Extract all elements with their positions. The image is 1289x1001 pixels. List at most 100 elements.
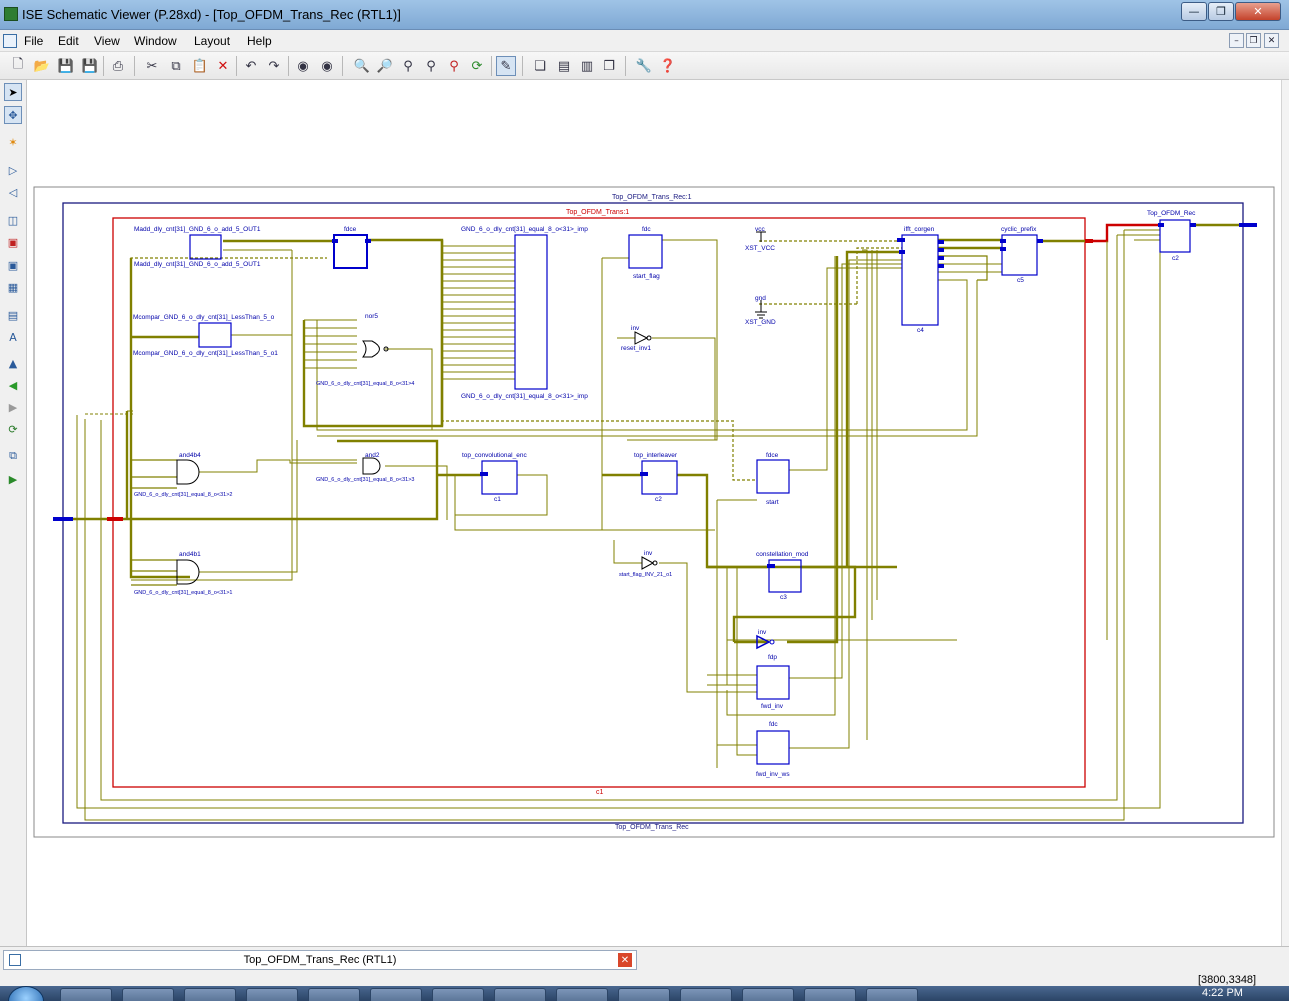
zoom-in-button[interactable]: 🔍 <box>352 56 372 76</box>
backward-tool[interactable]: ◁ <box>4 183 22 201</box>
schematic-drawing[interactable]: Top_OFDM_Trans_Rec:1 Top_OFDM_Trans_Rec … <box>27 80 1281 946</box>
push-up-tool[interactable]: ▲ <box>4 354 22 372</box>
compare-block[interactable] <box>198 322 232 348</box>
taskbar-app-photo[interactable] <box>308 988 360 1001</box>
close-button[interactable]: ✕ <box>1235 2 1281 21</box>
taskbar-opera[interactable] <box>122 988 174 1001</box>
taskbar-app-k[interactable] <box>494 988 546 1001</box>
constellation-block[interactable] <box>768 559 802 593</box>
fdc-start-block[interactable] <box>628 234 663 269</box>
taskbar-app-orange[interactable] <box>184 988 236 1001</box>
taskbar-excel[interactable] <box>432 988 484 1001</box>
remove-tool[interactable]: ▣ <box>4 233 22 251</box>
zoom-full-button[interactable]: ⚲ <box>398 56 418 76</box>
gnd-symbol[interactable] <box>755 300 767 319</box>
tile-horizontal-button[interactable]: ▤ <box>554 56 574 76</box>
mdi-close-button[interactable]: ✕ <box>1264 33 1279 48</box>
hierarchy-tool[interactable]: ◫ <box>4 211 22 229</box>
arrange-button[interactable]: ❐ <box>599 56 619 76</box>
menu-window[interactable]: Window <box>134 34 177 48</box>
copy-tool[interactable]: ⧉ <box>4 447 22 465</box>
zoom-out-button[interactable]: 🔎 <box>375 56 395 76</box>
find-button[interactable]: ◉ <box>293 56 313 76</box>
new-button[interactable]: 🗋 <box>8 56 28 76</box>
taskbar-ise[interactable] <box>804 988 856 1001</box>
maximize-button[interactable]: ❐ <box>1208 2 1234 21</box>
tab-top-ofdm-trans-rec[interactable]: Top_OFDM_Trans_Rec (RTL1) ✕ <box>3 950 637 970</box>
taskbar-app-window[interactable] <box>680 988 732 1001</box>
vcc-symbol[interactable] <box>756 231 766 242</box>
inv-start-gate[interactable] <box>641 556 655 570</box>
mdi-restore-button[interactable]: ❐ <box>1246 33 1261 48</box>
taskbar-browser[interactable] <box>866 988 918 1001</box>
select-tool[interactable]: ➤ <box>4 83 22 101</box>
pan-button[interactable]: ✎ <box>496 56 516 76</box>
save-button[interactable]: 💾 <box>56 56 76 76</box>
properties-button[interactable]: 🔧 <box>634 56 654 76</box>
undo-button[interactable]: ↶ <box>241 56 261 76</box>
nor5-gate[interactable] <box>362 340 380 358</box>
redo-button[interactable]: ↷ <box>264 56 284 76</box>
menu-layout[interactable]: Layout <box>194 34 231 48</box>
fdp-block[interactable] <box>756 665 790 700</box>
adder-block[interactable] <box>189 234 222 260</box>
ifft-block[interactable] <box>901 234 939 326</box>
equal-block[interactable] <box>514 234 548 390</box>
run-tool[interactable]: ▶ <box>4 470 22 488</box>
schematic-canvas[interactable]: Top_OFDM_Trans_Rec:1 Top_OFDM_Trans_Rec … <box>27 80 1281 946</box>
taskbar-app-green[interactable] <box>246 988 298 1001</box>
grid-tool[interactable]: ▦ <box>4 278 22 296</box>
taskbar-app-network[interactable] <box>618 988 670 1001</box>
zoom-selection-button[interactable]: ⚲ <box>421 56 441 76</box>
rec-block[interactable] <box>1159 219 1191 253</box>
menu-view[interactable]: View <box>94 34 120 48</box>
cascade-button[interactable]: ❏ <box>530 56 550 76</box>
taskbar-explorer[interactable] <box>60 988 112 1001</box>
back-tool[interactable]: ◀ <box>4 376 22 394</box>
open-button[interactable]: 📂 <box>32 56 52 76</box>
forward-tool[interactable]: ▷ <box>4 161 22 179</box>
mdi-minimize-button[interactable]: – <box>1229 33 1244 48</box>
menu-help[interactable]: Help <box>247 34 272 48</box>
forward-disabled-tool[interactable]: ▶ <box>4 398 22 416</box>
cyclic-prefix-block[interactable] <box>1001 234 1038 276</box>
refresh-button[interactable]: ⟳ <box>467 56 487 76</box>
taskbar-word[interactable] <box>742 988 794 1001</box>
find-next-button[interactable]: ◉ <box>317 56 337 76</box>
fdce-start-block[interactable] <box>756 459 790 494</box>
star-tool[interactable]: ✶ <box>4 133 22 151</box>
help-button[interactable]: ❓ <box>658 56 678 76</box>
cut-button[interactable]: ✂ <box>142 56 162 76</box>
input-bus-wire[interactable] <box>57 439 439 521</box>
taskbar-app-doc[interactable] <box>370 988 422 1001</box>
and4b1-gate[interactable] <box>176 559 200 585</box>
taskbar-skype[interactable] <box>556 988 608 1001</box>
add-tool[interactable]: ▣ <box>4 256 22 274</box>
menu-edit[interactable]: Edit <box>58 34 79 48</box>
fdc-block[interactable] <box>756 730 790 765</box>
vertical-scrollbar[interactable] <box>1281 80 1289 946</box>
history-tool[interactable]: ⟳ <box>4 420 22 438</box>
inv-mid-gate[interactable] <box>756 634 771 650</box>
and2-gate[interactable] <box>362 457 381 475</box>
save-all-button[interactable]: 💾 <box>80 56 100 76</box>
inv-reset-gate[interactable] <box>634 331 649 345</box>
interleaver-block[interactable] <box>641 460 678 495</box>
fdce-top-block[interactable] <box>333 234 368 269</box>
print-button[interactable]: ⎙ <box>108 56 128 76</box>
counter-bus-left[interactable] <box>129 258 190 579</box>
menu-file[interactable]: File <box>24 34 44 48</box>
pan-tool[interactable]: ✥ <box>4 106 22 124</box>
tile-vertical-button[interactable]: ▥ <box>577 56 597 76</box>
paste-button[interactable]: 📋 <box>190 56 210 76</box>
minimize-button[interactable]: — <box>1181 2 1207 21</box>
page-tool[interactable]: ▤ <box>4 306 22 324</box>
copy-button[interactable]: ⧉ <box>166 56 186 76</box>
fdce-output-bus[interactable] <box>302 238 444 428</box>
tab-close-button[interactable]: ✕ <box>618 953 632 967</box>
conv-enc-block[interactable] <box>481 460 518 495</box>
start-button[interactable] <box>8 986 44 1001</box>
and4b4-gate[interactable] <box>176 459 200 485</box>
zoom-area-button[interactable]: ⚲ <box>444 56 464 76</box>
text-tool[interactable]: A <box>4 328 22 346</box>
